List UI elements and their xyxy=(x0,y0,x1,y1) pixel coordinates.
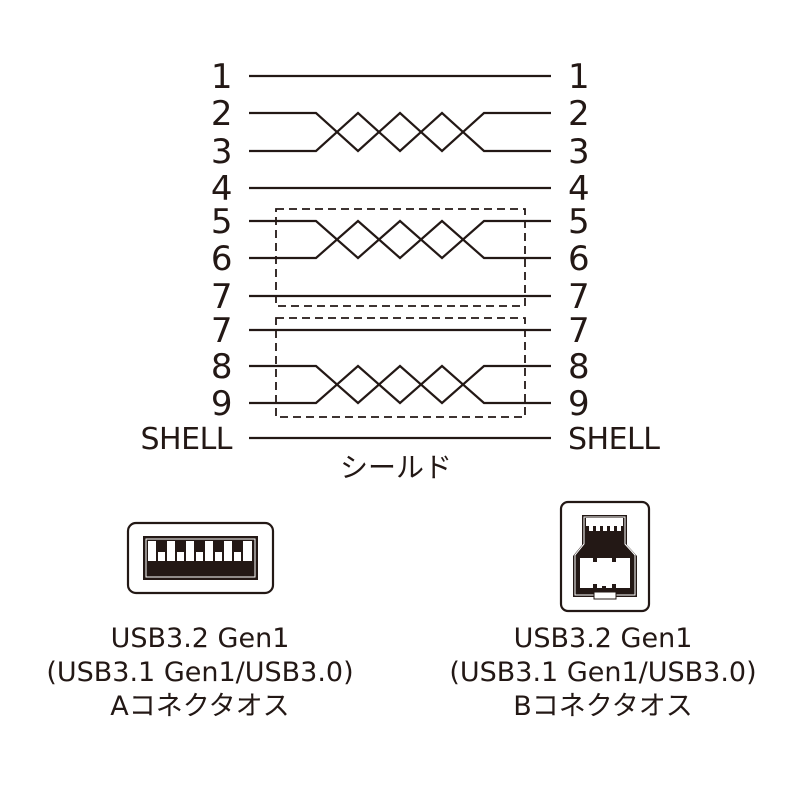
pin-label-right-3: 3 xyxy=(568,132,590,172)
pin-label-left-5: 5 xyxy=(210,202,233,242)
usb-b-connector-icon xyxy=(559,500,651,613)
pin-label-right-shell: SHELL xyxy=(568,422,660,457)
connector-b-type: Bコネクタオス xyxy=(513,691,693,722)
pin-label-left-3: 3 xyxy=(210,132,233,172)
connector-b-compat: (USB3.1 Gen1/USB3.0) xyxy=(449,657,757,688)
shield-box-upper xyxy=(275,208,526,307)
pin-label-right-1: 1 xyxy=(568,57,590,97)
pin-label-right-7b: 7 xyxy=(568,311,590,351)
pin-label-left-2: 2 xyxy=(210,94,233,134)
pin-label-left-8: 8 xyxy=(210,347,233,387)
usb-a-connector-icon xyxy=(126,521,275,595)
shield-box-lower xyxy=(275,317,526,418)
wire-pin-2 xyxy=(249,111,551,153)
pin-label-left-7b: 7 xyxy=(210,311,233,351)
pin-label-left-7a: 7 xyxy=(210,277,233,317)
connector-b-caption: USB3.2 Gen1 (USB3.1 Gen1/USB3.0) Bコネクタオス xyxy=(403,622,800,724)
pin-label-left-shell: SHELL xyxy=(140,422,233,457)
pin-label-right-7a: 7 xyxy=(568,277,590,317)
pin-label-left-4: 4 xyxy=(210,169,233,209)
pin-label-left-9: 9 xyxy=(210,384,233,424)
pin-label-right-2: 2 xyxy=(568,94,590,134)
connector-a-compat: (USB3.1 Gen1/USB3.0) xyxy=(46,657,354,688)
connector-a-standard: USB3.2 Gen1 xyxy=(110,623,290,654)
pin-label-left-1: 1 xyxy=(210,57,233,97)
connector-b-standard: USB3.2 Gen1 xyxy=(513,623,693,654)
connector-a-type: Aコネクタオス xyxy=(110,691,290,722)
pin-label-right-6: 6 xyxy=(568,239,590,279)
pin-label-right-8: 8 xyxy=(568,347,590,387)
pin-label-right-9: 9 xyxy=(568,384,590,424)
pin-label-left-6: 6 xyxy=(210,239,233,279)
wire-pin-5 xyxy=(249,219,551,260)
wire-pin-8 xyxy=(249,364,551,405)
pin-label-right-5: 5 xyxy=(568,202,590,242)
wire-pin-3 xyxy=(249,111,551,153)
shield-label: シールド xyxy=(340,451,453,484)
pin-label-right-4: 4 xyxy=(568,169,590,209)
connector-a-caption: USB3.2 Gen1 (USB3.1 Gen1/USB3.0) Aコネクタオス xyxy=(0,622,400,724)
wire-pin-6 xyxy=(249,219,551,260)
wire-pin-9 xyxy=(249,364,551,405)
